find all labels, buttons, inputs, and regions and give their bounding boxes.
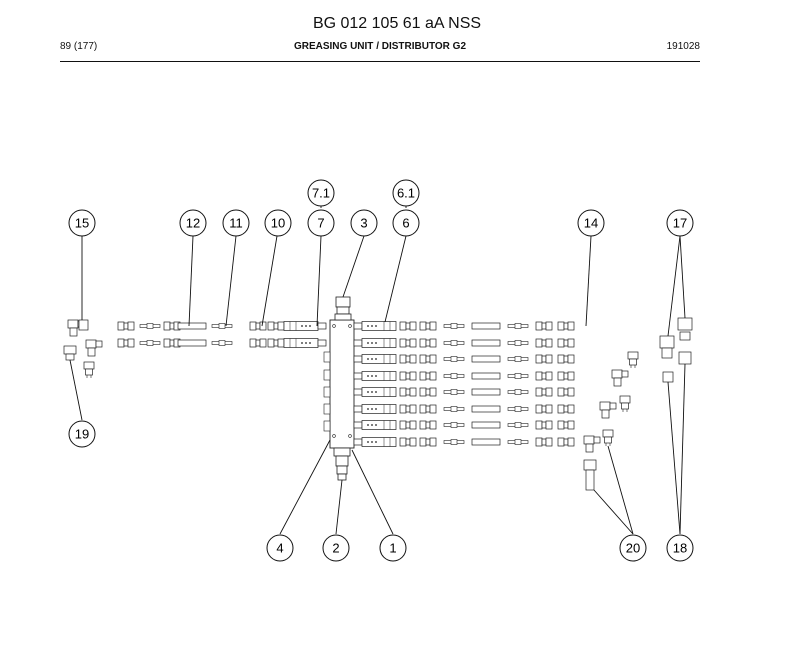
callout-11: 11 [222,209,250,237]
document-code: 191028 [666,41,700,52]
document-title: BG 012 105 61 aA NSS [312,15,482,32]
callout-12: 12 [179,209,207,237]
svg-text:20: 20 [626,541,640,556]
callout-14: 14 [577,209,605,237]
section-title: GREASING UNIT / DISTRIBUTOR G2 [293,41,467,52]
svg-text:6.1: 6.1 [397,186,415,201]
left-end-fittings [63,319,103,379]
svg-text:7: 7 [317,216,324,231]
svg-text:18: 18 [673,541,687,556]
svg-text:4: 4 [276,541,283,556]
bottom-fitting [333,447,351,481]
svg-text:2: 2 [332,541,339,556]
svg-text:3: 3 [360,216,367,231]
page-number: 89 (177) [60,41,98,52]
callout-6: 6 [392,209,420,237]
leader-lines [69,206,686,535]
svg-text:6: 6 [402,216,409,231]
svg-text:1: 1 [389,541,396,556]
callout-2: 2 [322,534,350,562]
header-row: 89 (177) GREASING UNIT / DISTRIBUTOR G2 … [60,41,700,55]
callout-7: 7 [307,209,335,237]
callout-15: 15 [68,209,96,237]
svg-text:17: 17 [673,216,687,231]
callout-10: 10 [264,209,292,237]
left-outlet-rows [118,322,326,348]
right-outlet-rows [354,322,574,447]
svg-text:7.1: 7.1 [312,186,330,201]
callout-6-1: 6.1 [392,179,420,207]
header-rule [60,61,700,62]
svg-text:12: 12 [186,216,200,231]
callout-1: 1 [379,534,407,562]
top-fitting [334,296,352,321]
callout-20: 20 [619,534,647,562]
callout-18: 18 [666,534,694,562]
svg-text:15: 15 [75,216,89,231]
callout-4: 4 [266,534,294,562]
callout-19: 19 [68,420,96,448]
right-end-fittings [583,317,693,491]
svg-text:10: 10 [271,216,285,231]
callout-7-1: 7.1 [307,179,335,207]
svg-text:11: 11 [229,216,243,231]
svg-text:14: 14 [584,216,598,231]
distributor-block [323,319,355,449]
callout-17: 17 [666,209,694,237]
callout-3: 3 [350,209,378,237]
svg-text:19: 19 [75,427,89,442]
